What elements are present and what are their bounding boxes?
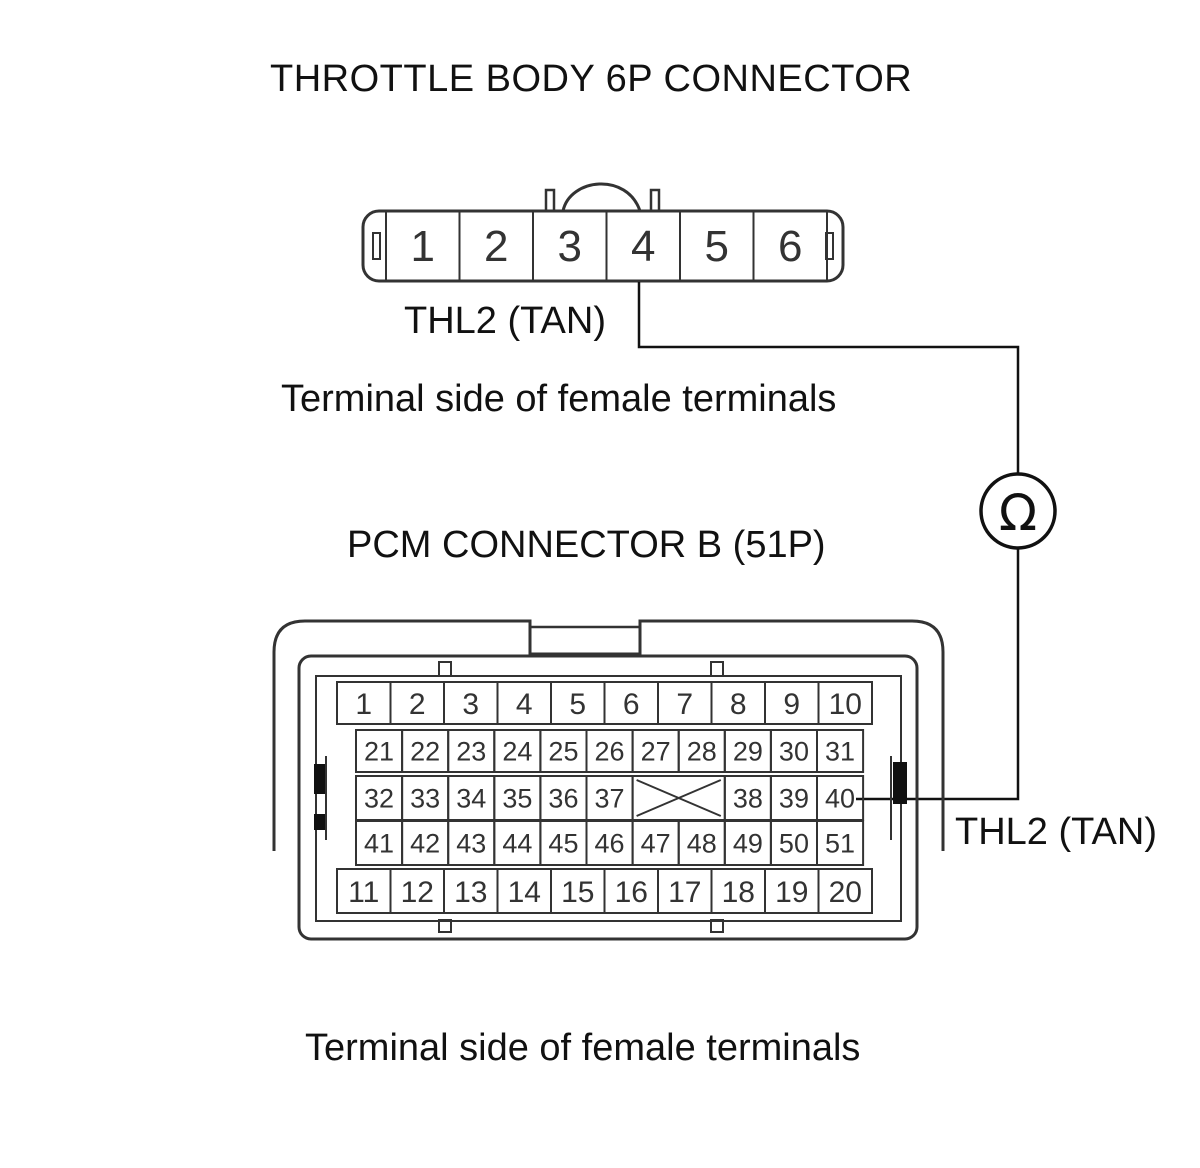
pcm-pin-37: 37 <box>595 784 625 814</box>
pcm-pin-33: 33 <box>410 784 440 814</box>
pcm-pin-cell-20 <box>817 868 873 914</box>
pcm-pin-38: 38 <box>733 784 763 814</box>
pcm-pin-25: 25 <box>548 737 578 767</box>
pcm-pin-42: 42 <box>410 829 440 859</box>
pcm-pin-26: 26 <box>595 737 625 767</box>
pcm-pin-3: 3 <box>462 688 479 721</box>
pcm-pin-49: 49 <box>733 829 763 859</box>
throttle-wire-label: THL2 (TAN) <box>404 300 606 342</box>
pcm-pin-23: 23 <box>456 737 486 767</box>
throttle-connector-title: THROTTLE BODY 6P CONNECTOR <box>270 58 913 100</box>
pcm-pin-12: 12 <box>401 876 434 909</box>
pcm-pin-34: 34 <box>456 784 486 814</box>
pcm-pin-4: 4 <box>516 688 533 721</box>
pcm-pin-18: 18 <box>722 876 755 909</box>
pcm-pin-cell-31 <box>816 729 865 773</box>
pcm-pin-39: 39 <box>779 784 809 814</box>
throttle-connector-housing <box>361 209 845 283</box>
pcm-pin-50: 50 <box>779 829 809 859</box>
ohmmeter-icon: Ω <box>979 472 1057 550</box>
pcm-pin-32: 32 <box>364 784 394 814</box>
wire-path <box>637 282 1020 801</box>
pcm-pin-30: 30 <box>779 737 809 767</box>
throttle-pin-1: 1 <box>411 222 435 271</box>
throttle-pin-5: 5 <box>705 222 729 271</box>
throttle-pin-6: 6 <box>778 222 802 271</box>
pcm-pin-15: 15 <box>561 876 594 909</box>
pcm-pin-14: 14 <box>508 876 541 909</box>
pcm-connector-housing <box>297 654 919 941</box>
pcm-pin-28: 28 <box>687 737 717 767</box>
pcm-pin-10: 10 <box>829 688 862 721</box>
throttle-pin-4: 4 <box>631 222 655 271</box>
pcm-pin-11: 11 <box>348 876 379 909</box>
pcm-pin-24: 24 <box>502 737 532 767</box>
pcm-pin-22: 22 <box>410 737 440 767</box>
pcm-pin-48: 48 <box>687 829 717 859</box>
pcm-pin-16: 16 <box>615 876 648 909</box>
pcm-pin-13: 13 <box>454 876 487 909</box>
pcm-pin-7: 7 <box>676 688 693 721</box>
pcm-pin-cell-10 <box>817 681 873 725</box>
pcm-pin-35: 35 <box>502 784 532 814</box>
pcm-pin-36: 36 <box>548 784 578 814</box>
pcm-pin-27: 27 <box>641 737 671 767</box>
pcm-side-label: Terminal side of female terminals <box>305 1027 861 1069</box>
pcm-pin-29: 29 <box>733 737 763 767</box>
pcm-pin-44: 44 <box>502 829 532 859</box>
throttle-side-label: Terminal side of female terminals <box>281 378 837 420</box>
pcm-pin-31: 31 <box>825 737 855 767</box>
pcm-pin-2: 2 <box>409 688 426 721</box>
pcm-pin-40: 40 <box>825 784 855 814</box>
pcm-pin-21: 21 <box>364 737 394 767</box>
pcm-pin-51: 51 <box>825 829 855 859</box>
pcm-pin-cell-51 <box>816 820 865 866</box>
throttle-pin-3: 3 <box>558 222 582 271</box>
pcm-pin-45: 45 <box>548 829 578 859</box>
pcm-pin-41: 41 <box>364 829 394 859</box>
pcm-pin-1: 1 <box>355 688 372 721</box>
throttle-pin-2: 2 <box>484 222 508 271</box>
pcm-pin-46: 46 <box>595 829 625 859</box>
pcm-pin-43: 43 <box>456 829 486 859</box>
pcm-pin-19: 19 <box>775 876 808 909</box>
ohm-symbol: Ω <box>999 484 1037 542</box>
pcm-wire-label: THL2 (TAN) <box>955 811 1157 853</box>
pcm-pin-9: 9 <box>783 688 800 721</box>
pcm-pin-47: 47 <box>641 829 671 859</box>
pcm-pin-17: 17 <box>668 876 701 909</box>
pcm-connector-title: PCM CONNECTOR B (51P) <box>347 524 826 566</box>
pcm-pin-20: 20 <box>829 876 862 909</box>
pcm-pin-6: 6 <box>623 688 640 721</box>
pcm-pin-8: 8 <box>730 688 747 721</box>
pcm-pin-5: 5 <box>569 688 586 721</box>
